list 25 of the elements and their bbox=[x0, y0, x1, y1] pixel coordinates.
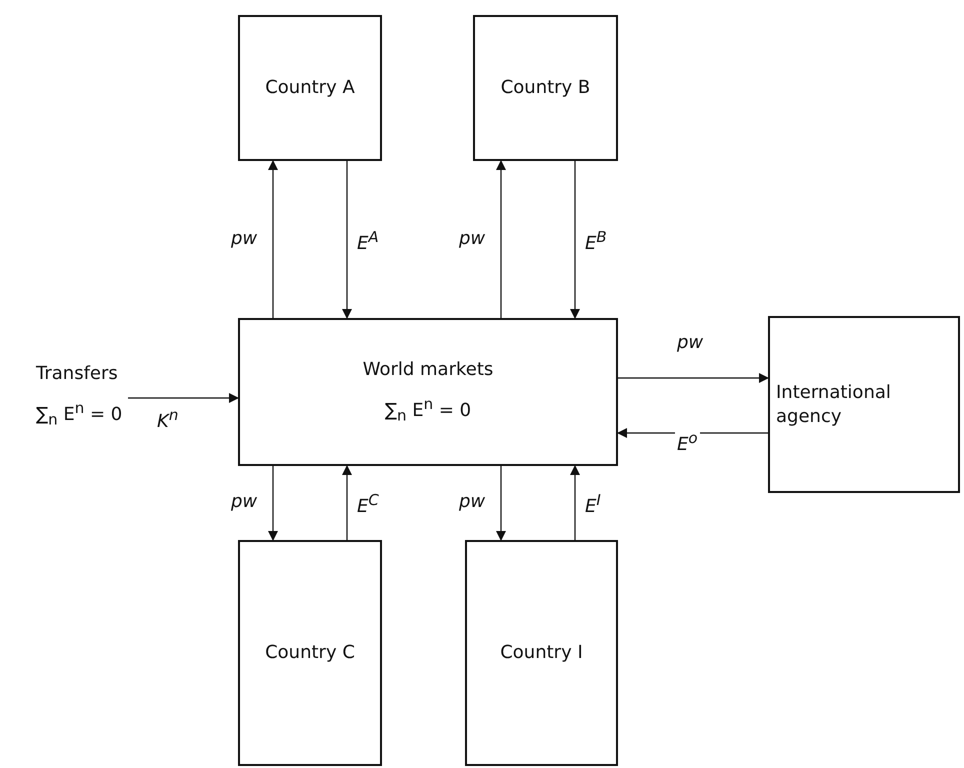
arrow bbox=[342, 465, 352, 540]
arrow bbox=[496, 160, 506, 318]
node-label: Country I bbox=[500, 641, 583, 665]
process-box bbox=[465, 540, 618, 766]
process-box bbox=[238, 318, 618, 466]
arrow bbox=[496, 466, 506, 541]
node-label: ∑$_{n}$ E$^{n}$ = 0 bbox=[384, 395, 472, 426]
arrow bbox=[128, 393, 239, 403]
arrow bbox=[570, 465, 580, 540]
process-box bbox=[473, 15, 618, 161]
node-label: World markets bbox=[362, 358, 494, 382]
arrow bbox=[268, 160, 278, 318]
arrow bbox=[618, 373, 769, 383]
node-label: Transfers bbox=[36, 362, 118, 386]
node-label: International agency bbox=[776, 381, 892, 428]
process-box bbox=[238, 15, 382, 161]
process-box bbox=[238, 540, 382, 766]
node-label: Country A bbox=[265, 76, 355, 100]
node-label: Country B bbox=[500, 76, 590, 100]
arrow bbox=[570, 161, 580, 319]
node-label: Country C bbox=[265, 641, 355, 665]
arrow bbox=[268, 466, 278, 541]
arrow bbox=[342, 161, 352, 319]
node-label: ∑$_{n}$ E$^{n}$ = 0 bbox=[36, 399, 122, 430]
process-box bbox=[768, 316, 960, 493]
